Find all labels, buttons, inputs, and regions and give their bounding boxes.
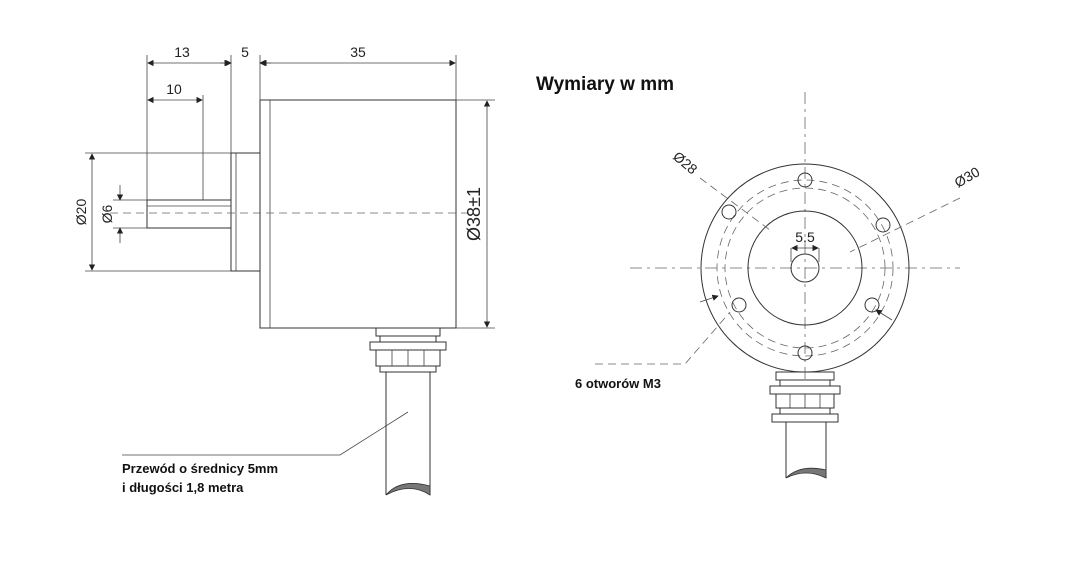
front-view: Ø28 Ø30 5.5 bbox=[595, 92, 983, 479]
dim-30-label: Ø30 bbox=[952, 163, 983, 190]
encoder-body bbox=[259, 99, 457, 329]
dim-28-label: Ø28 bbox=[670, 148, 701, 177]
dim-5-5-label: 5.5 bbox=[795, 229, 815, 245]
encoder-shaft bbox=[146, 199, 232, 229]
shaft-circle bbox=[790, 253, 820, 283]
holes-note: 6 otworów M3 bbox=[575, 376, 661, 391]
dim-6-label: Ø6 bbox=[99, 204, 115, 223]
dim-10-label: 10 bbox=[166, 81, 182, 97]
side-view: 13 5 35 10 Ø20 Ø6 Ø38±1 bbox=[73, 44, 495, 496]
cable bbox=[385, 372, 431, 496]
flange-circle bbox=[747, 210, 863, 326]
page-title: Wymiary w mm bbox=[536, 74, 674, 95]
dim-20-label: Ø20 bbox=[73, 199, 89, 226]
dim-5-label: 5 bbox=[241, 44, 249, 60]
encoder-flange bbox=[230, 152, 261, 272]
cable-note-line2: i długości 1,8 metra bbox=[122, 480, 244, 495]
dim-13-label: 13 bbox=[174, 44, 190, 60]
cable-note-line1: Przewód o średnicy 5mm bbox=[122, 461, 278, 476]
cable-front bbox=[785, 422, 827, 479]
dim-35-label: 35 bbox=[350, 44, 366, 60]
dim-38-label: Ø38±1 bbox=[464, 187, 484, 241]
mounting-holes bbox=[721, 172, 891, 361]
cable-gland-front bbox=[769, 371, 841, 423]
cable-gland bbox=[369, 327, 447, 373]
